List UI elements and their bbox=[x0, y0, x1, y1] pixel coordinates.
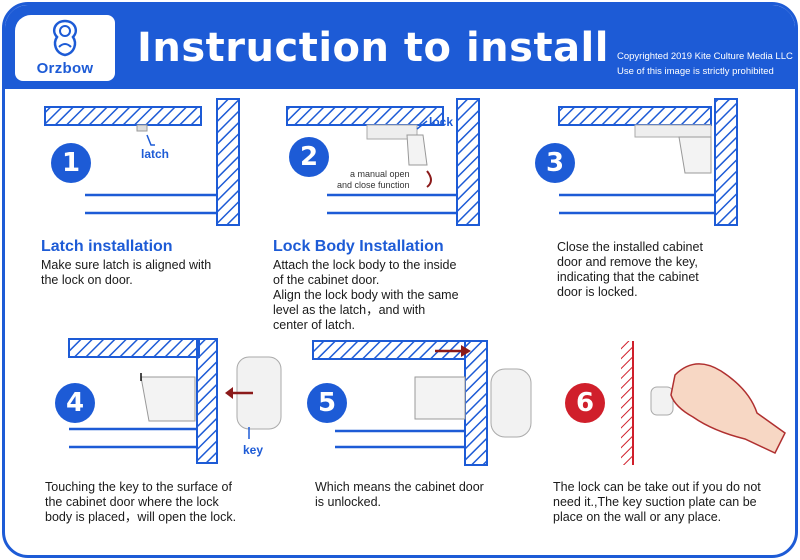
step-4-illustration bbox=[68, 338, 282, 464]
step-4-panel: 4 key Touching the key to the surface of… bbox=[5, 335, 295, 555]
step-3-number: 3 bbox=[535, 143, 575, 183]
text-line: indicating that the cabinet bbox=[557, 270, 699, 284]
text-line: door and remove the key, bbox=[557, 255, 698, 269]
text-line: center of latch. bbox=[273, 318, 355, 332]
text-line: Which means the cabinet door bbox=[315, 480, 484, 494]
step-3-panel: 3 Close the installed cabinet door and r… bbox=[529, 95, 795, 315]
step-5-illustration bbox=[312, 340, 532, 466]
page-title: Instruction to install bbox=[137, 25, 609, 71]
step-4-number: 4 bbox=[55, 383, 95, 423]
text-line: level as the latch，and with bbox=[273, 303, 426, 317]
text-line: Attach the lock body to the inside bbox=[273, 258, 457, 272]
copyright-notice: Copyrighted 2019 Kite Culture Media LLC … bbox=[617, 49, 795, 79]
latch-label: latch bbox=[141, 147, 170, 161]
step-1-panel: 1 latch Latch installation Make sure lat… bbox=[5, 95, 265, 315]
lock-label: lock bbox=[429, 115, 454, 129]
step-3-text: Close the installed cabinet door and rem… bbox=[557, 240, 703, 300]
text-line: Touching the key to the surface of bbox=[45, 480, 232, 494]
text-line: Close the installed cabinet bbox=[557, 240, 703, 254]
step-6-text: The lock can be take out if you do not n… bbox=[553, 480, 761, 525]
text-line: The lock can be take out if you do not bbox=[553, 480, 761, 494]
step-2-number: 2 bbox=[289, 137, 329, 177]
step-6-number: 6 bbox=[565, 383, 605, 423]
step-6-illustration bbox=[621, 341, 786, 465]
step-1-number: 1 bbox=[51, 143, 91, 183]
usage-warning: Use of this image is strictly prohibited bbox=[617, 66, 774, 77]
text-line: Make sure latch is aligned with bbox=[41, 258, 212, 272]
baby-icon bbox=[53, 19, 77, 57]
brand-logo: Orzbow bbox=[15, 15, 115, 81]
text-line: of the cabinet door. bbox=[273, 273, 380, 287]
manual-function-note: a manual open and close function bbox=[337, 169, 410, 191]
step-6-panel: 6 The lock can be take out if you do not… bbox=[545, 335, 795, 555]
step-1-text: Make sure latch is aligned with the lock… bbox=[41, 258, 211, 288]
text-line: need it.,The key suction plate can be bbox=[553, 495, 757, 509]
step-2-illustration bbox=[286, 98, 480, 226]
step-2-title: Lock Body Installation bbox=[273, 238, 444, 255]
step-3-illustration bbox=[558, 98, 738, 226]
copyright-line: Copyrighted 2019 Kite Culture Media LLC bbox=[617, 51, 793, 62]
step-1-title: Latch installation bbox=[41, 238, 173, 255]
text-line: Align the lock body with the same bbox=[273, 288, 459, 302]
text-line: is unlocked. bbox=[315, 495, 382, 509]
note-line: a manual open bbox=[350, 169, 410, 179]
text-line: door is locked. bbox=[557, 285, 638, 299]
step-2-text: Attach the lock body to the inside of th… bbox=[273, 258, 459, 333]
text-line: body is placed，will open the lock. bbox=[45, 510, 237, 524]
text-line: the cabinet door where the lock bbox=[45, 495, 219, 509]
step-5-text: Which means the cabinet door is unlocked… bbox=[315, 480, 484, 510]
text-line: the lock on door. bbox=[41, 273, 133, 287]
key-label: key bbox=[243, 443, 264, 457]
header-bar: Orzbow Instruction to install Copyrighte… bbox=[5, 5, 795, 89]
step-2-panel: 2 lock a manual open and close function … bbox=[267, 95, 527, 335]
step-1-illustration bbox=[44, 98, 240, 226]
text-line: place on the wall or any place. bbox=[553, 510, 722, 524]
step-5-panel: 5 Which means the cabinet door is unlock… bbox=[295, 335, 545, 555]
step-4-text: Touching the key to the surface of the c… bbox=[45, 480, 236, 525]
logo-text: Orzbow bbox=[36, 60, 94, 77]
step-5-number: 5 bbox=[307, 383, 347, 423]
note-line: and close function bbox=[337, 180, 410, 190]
